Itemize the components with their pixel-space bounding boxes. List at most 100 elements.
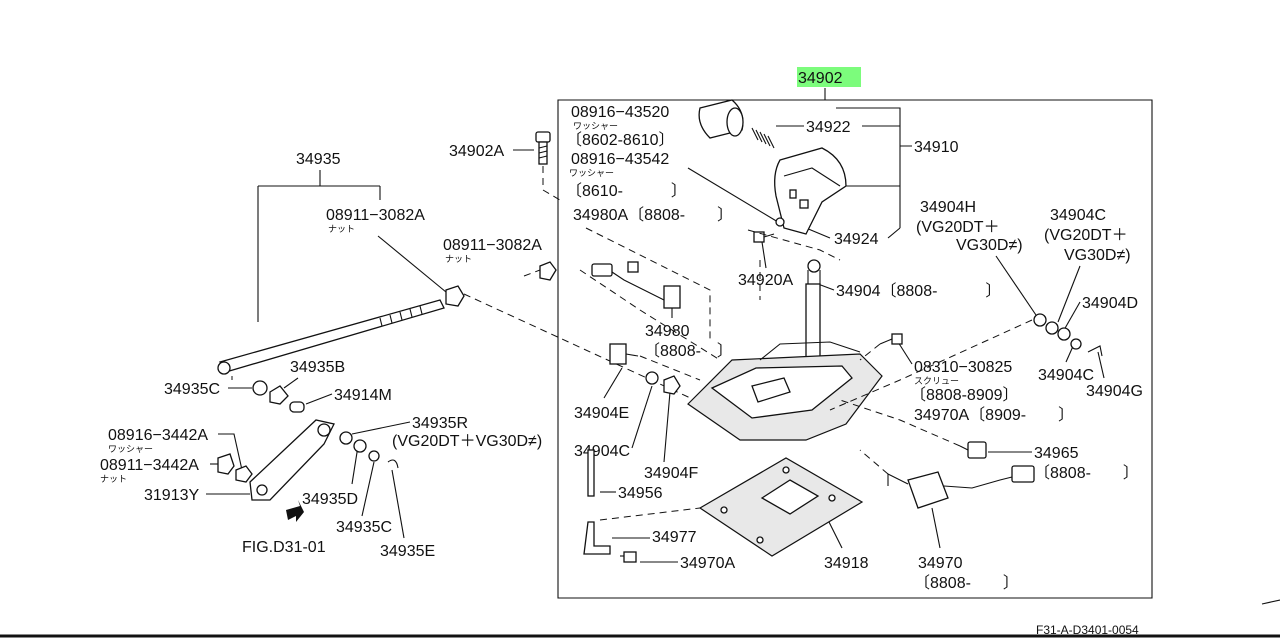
label-34920A[interactable]: 34920A bbox=[738, 272, 793, 289]
plate-34918 bbox=[698, 457, 864, 557]
washer-34904C-mid bbox=[645, 371, 659, 385]
label-34935B[interactable]: 34935B bbox=[290, 359, 345, 376]
label-34935[interactable]: 34935 bbox=[296, 151, 341, 168]
label-34902A[interactable]: 34902A bbox=[449, 143, 504, 160]
label-34914M[interactable]: 34914M bbox=[334, 387, 392, 404]
label-34935E[interactable]: 34935E bbox=[380, 543, 435, 560]
rod-34956 bbox=[587, 449, 595, 497]
nut-08911-b bbox=[539, 261, 557, 281]
label-vg-a2[interactable]: VG30D≠) bbox=[956, 237, 1023, 254]
nut-08911-a bbox=[445, 285, 465, 307]
label-date-34980[interactable]: 〔8808- 〕 bbox=[644, 342, 733, 360]
label-34904E[interactable]: 34904E bbox=[574, 405, 629, 422]
washer-34904C-right bbox=[1070, 338, 1082, 350]
clip-34904G bbox=[1087, 345, 1103, 357]
label-34910[interactable]: 34910 bbox=[914, 139, 959, 156]
label-washer-c: ワッシャー bbox=[108, 445, 153, 455]
label-date-34965[interactable]: 〔8808- 〕 bbox=[1034, 464, 1139, 482]
label-34904C-mid[interactable]: 34904C bbox=[574, 443, 630, 460]
label-08916-43542[interactable]: 08916−43542 bbox=[571, 151, 669, 168]
label-08911-3442A[interactable]: 08911−3442A bbox=[100, 457, 199, 474]
label-08911-3082A-a[interactable]: 08911−3082A bbox=[326, 207, 425, 224]
label-34904F[interactable]: 34904F bbox=[644, 465, 698, 482]
bushing-34935B bbox=[269, 385, 289, 405]
shift-knob-34910 bbox=[774, 147, 847, 235]
clip-34935E bbox=[387, 459, 399, 469]
screw-34920A bbox=[753, 231, 775, 243]
label-34904C-right[interactable]: 34904C bbox=[1038, 367, 1094, 384]
label-08911-3082A-b[interactable]: 08911−3082A bbox=[443, 237, 542, 254]
screw-34970A bbox=[620, 551, 637, 563]
washer-34935C-b bbox=[368, 450, 380, 462]
label-nut-c: ナット bbox=[100, 474, 127, 485]
lever-31913Y bbox=[249, 419, 335, 501]
label-34970A-date[interactable]: 34970A〔8909- 〕 bbox=[914, 406, 1074, 424]
label-date-8808-8909[interactable]: 〔8808-8909〕 bbox=[910, 386, 1019, 404]
label-fig-ref[interactable]: FIG.D31-01 bbox=[242, 539, 326, 556]
label-31913Y[interactable]: 31913Y bbox=[144, 487, 199, 504]
label-date-8610[interactable]: 〔8610- 〕 bbox=[566, 182, 687, 200]
washer-34935C bbox=[252, 380, 268, 396]
assembly-box bbox=[557, 99, 1153, 599]
knob-cap bbox=[698, 99, 744, 139]
label-34918[interactable]: 34918 bbox=[824, 555, 869, 572]
control-rod-34935 bbox=[217, 299, 445, 375]
label-vg-a1[interactable]: (VG20DT＋ bbox=[916, 219, 1000, 236]
label-08916-3442A[interactable]: 08916−3442A bbox=[108, 427, 208, 444]
label-34965[interactable]: 34965 bbox=[1034, 445, 1079, 462]
label-34970A[interactable]: 34970A bbox=[680, 555, 735, 572]
footer-code: F31-A-D3401-0054 bbox=[1036, 623, 1139, 637]
label-34935D[interactable]: 34935D bbox=[302, 491, 358, 508]
label-34935R[interactable]: 34935R bbox=[412, 415, 468, 432]
label-34980A[interactable]: 34980A〔8808- 〕 bbox=[573, 206, 733, 224]
label-34977[interactable]: 34977 bbox=[652, 529, 697, 546]
nut-34904F bbox=[663, 375, 681, 395]
label-34935C-a[interactable]: 34935C bbox=[164, 381, 220, 398]
label-34904C-top[interactable]: 34904C bbox=[1050, 207, 1106, 224]
label-34924[interactable]: 34924 bbox=[834, 231, 879, 248]
label-34970[interactable]: 34970 bbox=[918, 555, 963, 572]
label-nut-b: ナット bbox=[445, 254, 472, 265]
label-nut-a: ナット bbox=[328, 224, 355, 235]
label-08310-30825[interactable]: 08310−30825 bbox=[914, 359, 1012, 376]
fig-arrow-icon bbox=[286, 500, 304, 522]
label-screw: スクリュー bbox=[914, 376, 959, 387]
label-vg-b1[interactable]: (VG20DT＋ bbox=[1044, 227, 1128, 244]
label-34980[interactable]: 34980 bbox=[645, 323, 690, 340]
bolt-34902A bbox=[535, 131, 551, 165]
bracket-34977 bbox=[583, 521, 611, 555]
label-34904G[interactable]: 34904G bbox=[1086, 383, 1143, 400]
shift-lever-34904 bbox=[805, 259, 821, 365]
main-assembly-label[interactable]: 34902 bbox=[798, 70, 843, 87]
label-34904H[interactable]: 34904H bbox=[920, 199, 976, 216]
washer-08916-3442A bbox=[235, 465, 253, 483]
label-08916-43520[interactable]: 08916−43520 bbox=[571, 104, 669, 121]
label-date-34970[interactable]: 〔8808- 〕 bbox=[914, 574, 1019, 592]
label-34904[interactable]: 34904〔8808- 〕 bbox=[836, 282, 1001, 300]
bushing-34935R bbox=[339, 431, 353, 445]
pin-34914M bbox=[289, 401, 305, 413]
washer-34904C-top bbox=[1045, 321, 1059, 335]
main-assembly-highlight bbox=[797, 67, 861, 87]
label-washer-b: ワッシャー bbox=[569, 169, 614, 179]
harness-34980A bbox=[591, 261, 681, 309]
spring-34922 bbox=[751, 127, 775, 149]
label-34935C-b[interactable]: 34935C bbox=[336, 519, 392, 536]
washer-34904D bbox=[1057, 327, 1071, 341]
label-34904D[interactable]: 34904D bbox=[1082, 295, 1138, 312]
solenoid-34970 bbox=[887, 465, 1035, 509]
label-34956[interactable]: 34956 bbox=[618, 485, 663, 502]
control-device-base bbox=[687, 341, 883, 441]
connector-34965 bbox=[959, 441, 987, 459]
label-34922[interactable]: 34922 bbox=[806, 119, 851, 136]
label-vg-c[interactable]: (VG20DT＋VG30D≠) bbox=[392, 433, 542, 450]
switch-34904E bbox=[609, 343, 639, 365]
screw-08310 bbox=[879, 333, 903, 345]
label-vg-b2[interactable]: VG30D≠) bbox=[1064, 247, 1131, 264]
washer-34904H bbox=[1033, 313, 1047, 327]
washer-34935D bbox=[353, 439, 367, 453]
label-date-8602-8610[interactable]: 〔8602-8610〕 bbox=[566, 131, 675, 149]
nut-08911-3442A bbox=[217, 453, 235, 475]
